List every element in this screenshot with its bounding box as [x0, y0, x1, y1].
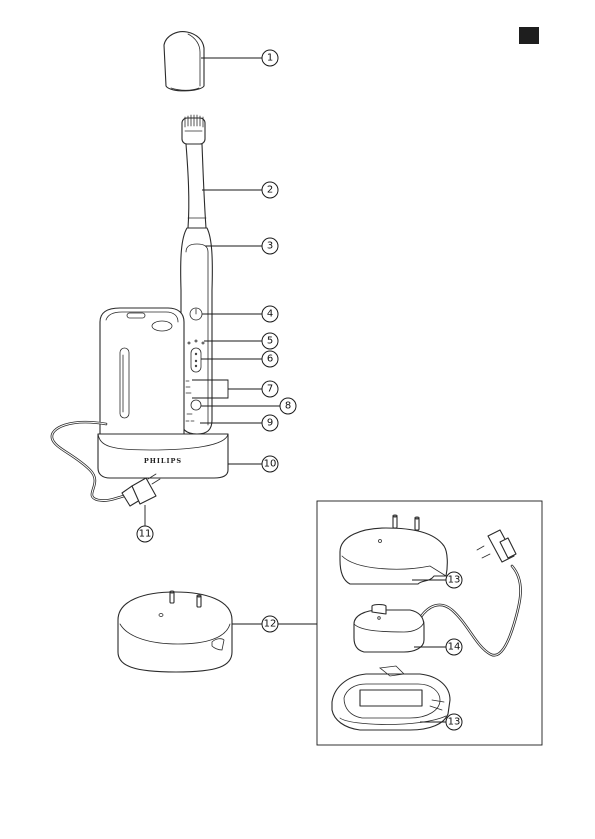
svg-text:9: 9	[267, 418, 273, 429]
svg-text:8: 8	[285, 401, 291, 412]
svg-text:11: 11	[139, 529, 152, 540]
svg-text:12: 12	[264, 619, 277, 630]
corner-marker	[519, 27, 539, 44]
brush-head	[182, 115, 206, 228]
svg-text:5: 5	[267, 336, 273, 347]
travel-charger	[118, 591, 232, 672]
callout-10: 10	[228, 456, 278, 472]
svg-text:14: 14	[448, 642, 461, 653]
svg-text:3: 3	[267, 241, 273, 252]
callout-3: 3	[205, 238, 278, 254]
svg-text:4: 4	[267, 309, 273, 320]
callout-2: 2	[202, 182, 278, 198]
toothbrush-handle	[181, 228, 213, 434]
callout-12: 12	[232, 616, 317, 632]
uv-sanitizer	[100, 308, 184, 436]
svg-text:7: 7	[267, 384, 273, 395]
svg-text:10: 10	[264, 459, 277, 470]
svg-text:13: 13	[448, 717, 461, 728]
protective-cap	[164, 32, 204, 91]
svg-text:2: 2	[267, 185, 273, 196]
brand-logo: PHILIPS	[144, 457, 182, 465]
charger-cover	[340, 515, 447, 584]
svg-text:6: 6	[267, 354, 273, 365]
callout-8: 8	[201, 398, 296, 414]
callout-1: 1	[201, 50, 278, 66]
charger-base-plate	[332, 666, 450, 730]
callout-4: 4	[202, 306, 278, 322]
svg-text:13: 13	[448, 575, 461, 586]
svg-text:1: 1	[267, 53, 273, 64]
charging-module	[354, 605, 424, 653]
callout-5: 5	[204, 333, 278, 349]
callout-11: 11	[137, 505, 153, 542]
charger-base: PHILIPS	[98, 434, 228, 478]
